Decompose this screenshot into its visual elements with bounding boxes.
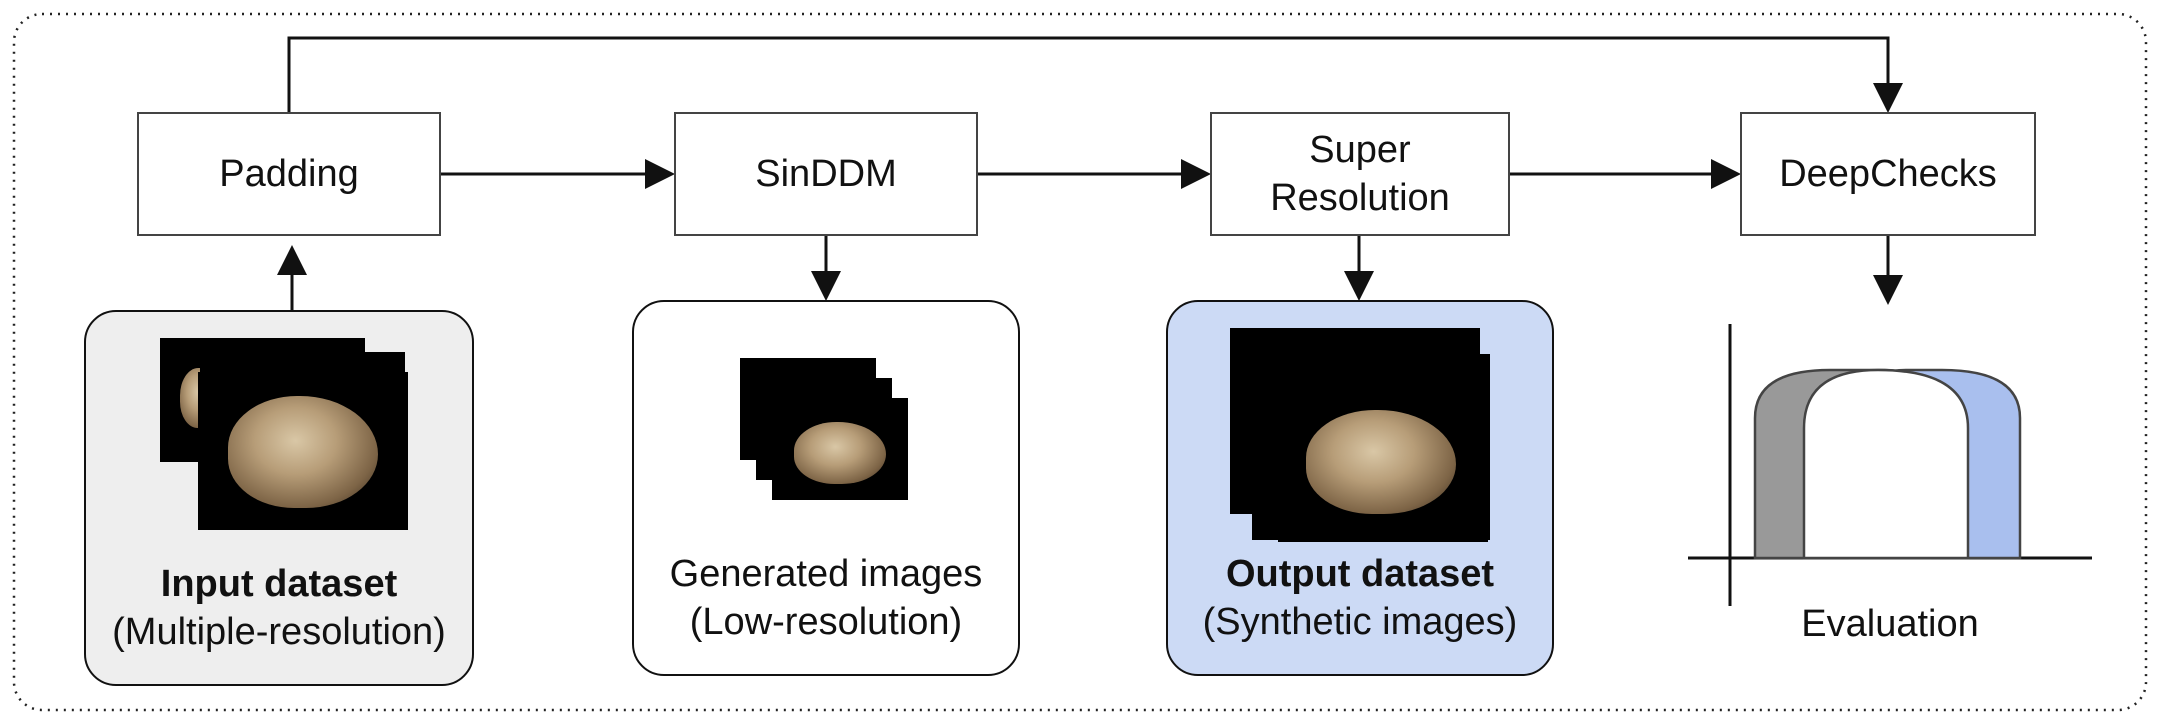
- padding-box: Padding: [137, 112, 441, 236]
- deepchecks-label: DeepChecks: [1779, 153, 1997, 195]
- super-resolution-box: Super Resolution: [1210, 112, 1510, 236]
- output-image-stack: [1230, 328, 1500, 548]
- generated-images-subtitle: (Low-resolution): [689, 601, 963, 643]
- bypass-arrow: [287, 36, 1903, 113]
- input-dataset-subtitle: (Multiple-resolution): [112, 611, 446, 653]
- input-image-stack: [160, 338, 410, 538]
- outer-dotted-border: [12, 12, 2148, 712]
- evaluation-label: Evaluation: [1801, 603, 1979, 645]
- generated-images-caption: Generated images (Low-resolution): [632, 550, 1020, 646]
- super-resolution-label: Super Resolution: [1270, 129, 1450, 219]
- output-dataset-title: Output dataset: [1225, 553, 1495, 595]
- sinddm-label: SinDDM: [755, 153, 897, 195]
- output-dataset-caption: Output dataset (Synthetic images): [1166, 550, 1554, 646]
- output-dataset-subtitle: (Synthetic images): [1202, 601, 1518, 643]
- padding-label: Padding: [219, 153, 359, 195]
- evaluation-chart: [1688, 324, 2092, 606]
- input-dataset-title: Input dataset: [160, 563, 398, 605]
- input-dataset-caption: Input dataset (Multiple-resolution): [84, 560, 474, 656]
- rock-image: [228, 396, 378, 508]
- generated-image-stack: [740, 358, 920, 518]
- generated-images-title: Generated images: [669, 553, 983, 595]
- deepchecks-box: DeepChecks: [1740, 112, 2036, 236]
- rock-image: [794, 422, 886, 484]
- sinddm-box: SinDDM: [674, 112, 978, 236]
- overlap-region: [1802, 368, 1970, 560]
- rock-image: [1306, 410, 1456, 514]
